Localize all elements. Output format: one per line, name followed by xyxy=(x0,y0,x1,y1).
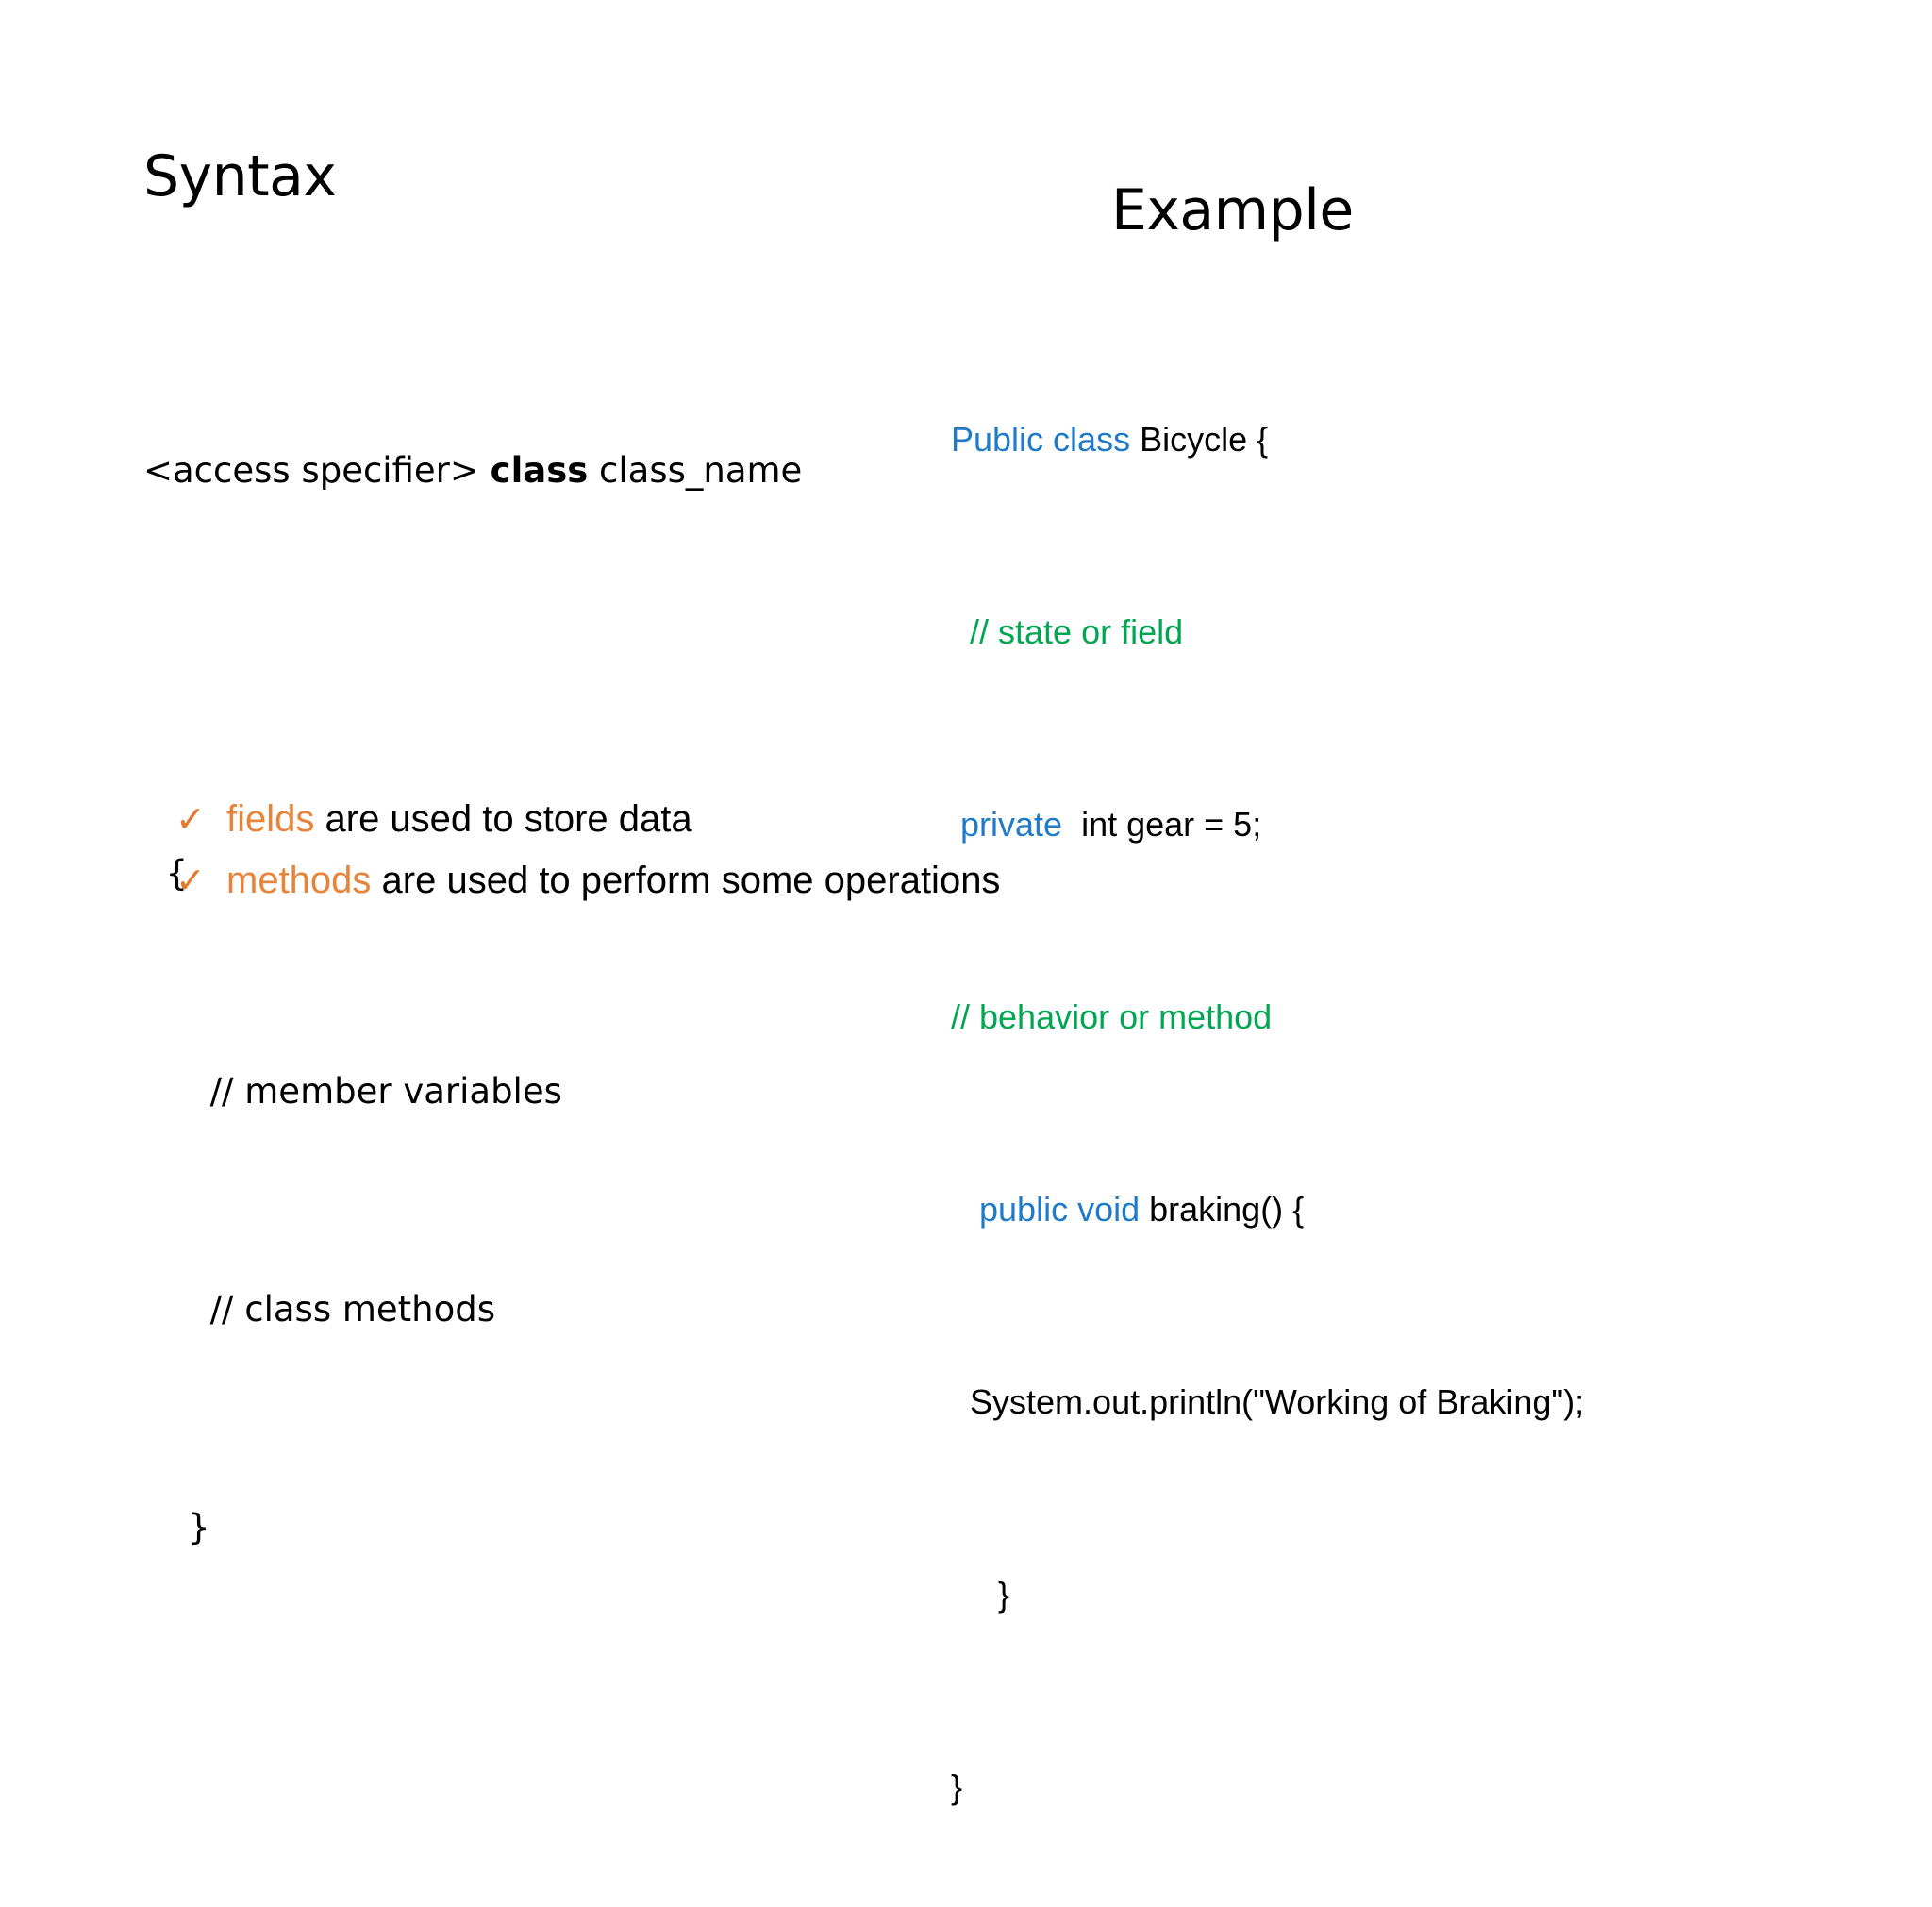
syntax-heading: Syntax xyxy=(143,143,337,209)
slide-canvas: Syntax Example <access specifier> class … xyxy=(143,143,1585,1806)
check-icon: ✓ xyxy=(175,800,206,840)
syntax-line-class-methods: // class methods xyxy=(143,1289,496,1330)
syntax-line-member-variables: // member variables xyxy=(143,1071,562,1112)
code-comment: // behavior or method xyxy=(951,997,1273,1036)
code-line-braking-method: public void braking() { xyxy=(951,1185,1857,1233)
code-plain: Bicycle { xyxy=(1140,420,1269,459)
code-indent xyxy=(951,1190,979,1229)
syntax-signature-suffix: class_name xyxy=(588,450,803,491)
code-line-method-close-brace: } xyxy=(951,1570,1857,1618)
code-plain: } xyxy=(951,1767,963,1806)
summary-bullet-list: ✓ fields are used to store data ✓ method… xyxy=(175,789,1000,912)
check-icon: ✓ xyxy=(175,861,206,901)
code-plain: braking() { xyxy=(1149,1190,1305,1229)
example-code-block: Public class Bicycle { // state or field… xyxy=(951,319,1857,1907)
code-indent xyxy=(951,612,970,651)
code-line-class-decl: Public class Bicycle { xyxy=(951,415,1857,463)
syntax-signature-prefix: <access specifier> xyxy=(143,450,491,491)
code-comment: // state or field xyxy=(970,612,1184,651)
syntax-signature-keyword: class xyxy=(490,450,589,491)
bullet-rest: are used to store data xyxy=(314,798,692,840)
code-indent xyxy=(951,1382,970,1421)
code-plain: System.out.println("Working of Braking")… xyxy=(970,1382,1585,1421)
code-line-state-comment: // state or field xyxy=(951,608,1857,656)
code-keyword: Public class xyxy=(951,420,1141,459)
code-line-gear-field: private int gear = 5; xyxy=(951,800,1857,848)
code-indent xyxy=(951,1575,998,1614)
syntax-line-close-brace: } xyxy=(143,1507,210,1547)
bullet-text: methods are used to perform some operati… xyxy=(226,850,1000,911)
code-keyword: public void xyxy=(979,1190,1150,1229)
syntax-line-open-brace: { xyxy=(143,853,189,894)
syntax-spacer xyxy=(143,652,898,692)
code-plain: int gear = 5; xyxy=(1062,805,1262,844)
bullet-text: fields are used to store data xyxy=(226,789,692,849)
example-heading: Example xyxy=(1111,177,1354,243)
list-item: ✓ methods are used to perform some opera… xyxy=(175,850,1000,912)
syntax-block: <access specifier> class class_name { //… xyxy=(143,289,898,1709)
code-keyword: private xyxy=(960,805,1063,844)
bullet-emphasis: methods xyxy=(226,860,372,901)
code-line-class-close-brace: } xyxy=(951,1763,1857,1811)
list-item: ✓ fields are used to store data xyxy=(175,789,1000,850)
code-line-println: System.out.println("Working of Braking")… xyxy=(951,1378,1857,1426)
bullet-rest: are used to perform some operations xyxy=(371,860,1001,901)
syntax-signature-line: <access specifier> class class_name xyxy=(143,434,898,507)
code-line-behavior-comment: // behavior or method xyxy=(951,993,1857,1041)
code-plain: } xyxy=(998,1575,1010,1614)
bullet-emphasis: fields xyxy=(226,798,315,840)
